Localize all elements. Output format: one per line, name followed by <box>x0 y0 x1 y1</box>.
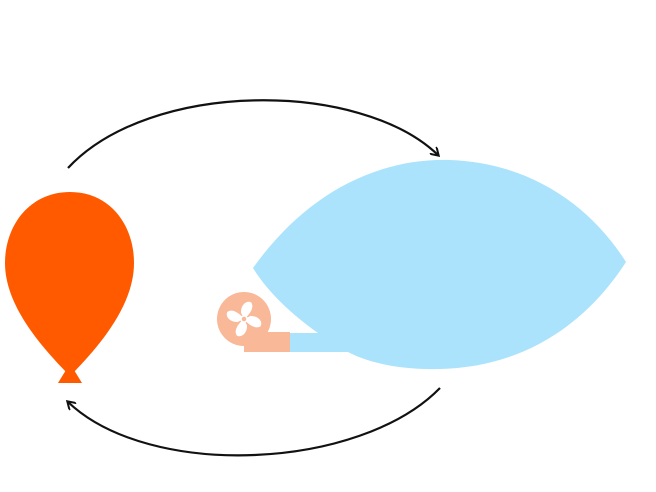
fan-hub <box>240 315 248 323</box>
lens-body <box>253 159 626 370</box>
arrow-balloon-to-lens <box>67 99 438 169</box>
fan-blade <box>241 301 253 319</box>
inflated-shape <box>253 159 626 370</box>
fan-blade <box>226 310 244 322</box>
fan-blade <box>235 319 247 337</box>
balloon-knot <box>58 370 82 383</box>
arrow-lens-to-balloon <box>68 387 441 457</box>
fan-blades <box>226 301 262 337</box>
balloon-icon <box>5 192 134 383</box>
fan-blade <box>244 316 262 328</box>
fan-icon <box>217 292 290 352</box>
balloon-body <box>5 192 134 372</box>
